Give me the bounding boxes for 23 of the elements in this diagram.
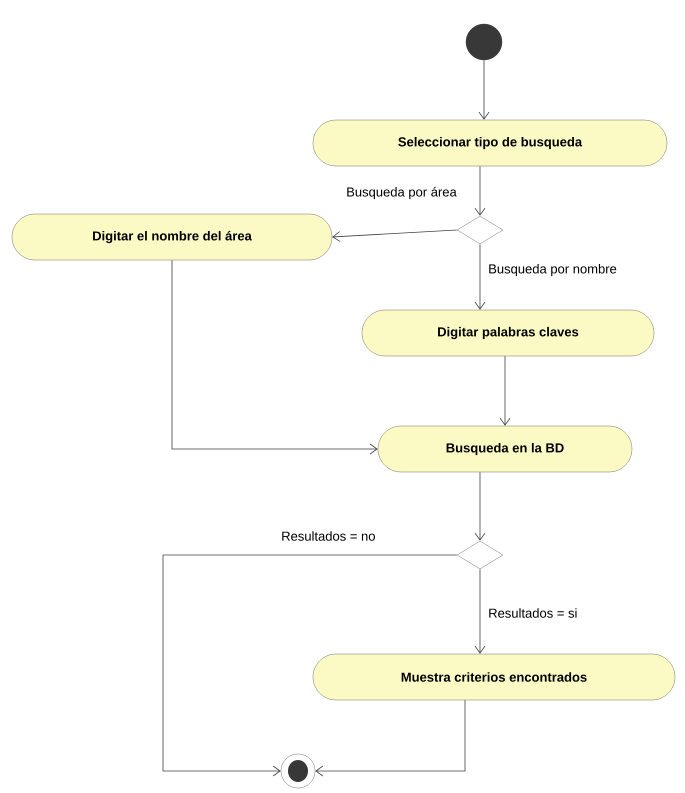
edge-label: Resultados = no — [280, 530, 376, 542]
action-node: Muestra criterios encontrados — [312, 654, 676, 700]
action-node: Digitar el nombre del área — [12, 214, 332, 260]
arrow — [500, 356, 510, 426]
action-node: Seleccionar tipo de busqueda — [312, 120, 668, 166]
arrow — [474, 472, 486, 541]
arrow — [315, 700, 466, 776]
decision-diamond — [456, 216, 504, 244]
arrow — [478, 60, 490, 120]
action-node: Busqueda en la BD — [378, 426, 632, 472]
start-node — [466, 24, 502, 60]
arrow — [162, 554, 458, 776]
edge-label: Busqueda por área — [345, 186, 458, 200]
edge-label: Resultados = si — [487, 607, 578, 619]
arrow — [474, 166, 486, 216]
arrow — [332, 230, 458, 242]
decision-diamond — [456, 540, 504, 570]
edge-label: Busqueda por nombre — [487, 262, 618, 278]
end-node — [280, 754, 316, 788]
action-node: Digitar palabras claves — [362, 310, 654, 356]
arrow — [474, 244, 486, 310]
arrow — [474, 568, 486, 654]
arrow — [172, 260, 378, 454]
